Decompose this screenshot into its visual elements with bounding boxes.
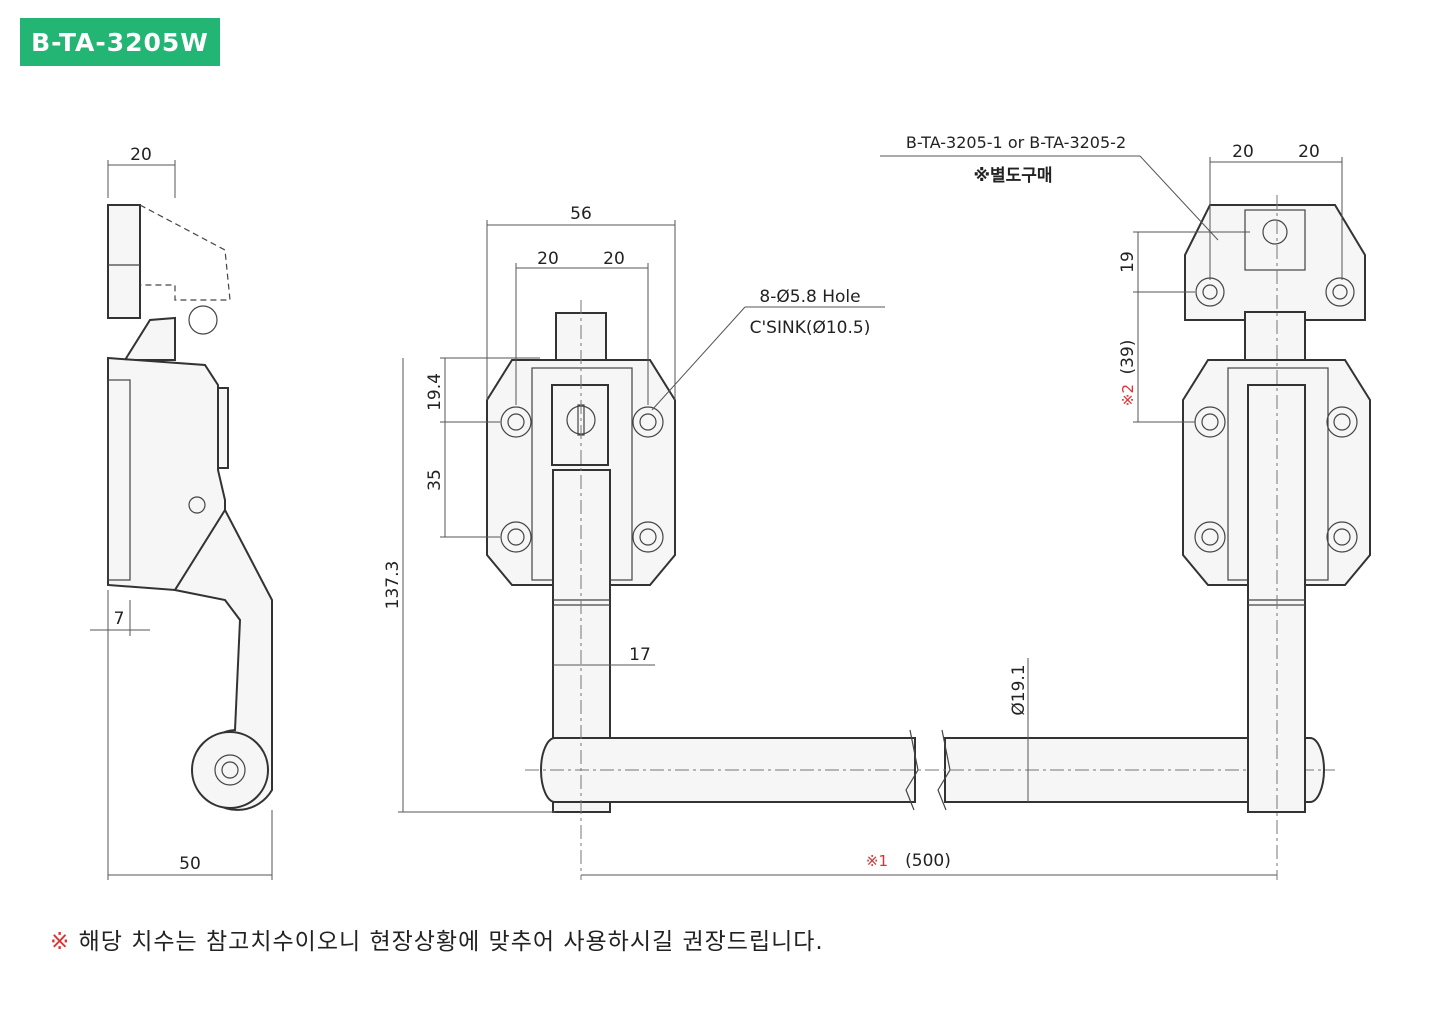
front-dim-left-pitch: 20 <box>537 249 559 269</box>
front-dim-right-pitch: 20 <box>603 249 625 269</box>
footnote-mark: ※ <box>50 929 71 955</box>
front-dim-span: (500) <box>905 851 951 871</box>
product-code: B-TA-3205W <box>31 27 209 57</box>
right-view: 20 20 19 ※2 (39) B-TA-3205-1 or B-TA-320… <box>880 133 1371 880</box>
right-dim-v2-mark: ※2 <box>1119 384 1137 406</box>
right-dim-v2: (39) <box>1118 340 1138 375</box>
front-dim-height: 137.3 <box>383 561 403 610</box>
footnote: ※ 해당 치수는 참고치수이오니 현장상황에 맞추어 사용하시길 권장드립니다. <box>50 922 824 956</box>
part-note: ※별도구매 <box>973 166 1052 186</box>
front-view: 56 20 20 8-Ø5.8 Hole C'SINK(Ø10.5) 19.4 … <box>383 204 1335 880</box>
side-view: 20 7 50 <box>90 145 273 880</box>
side-dim-top: 20 <box>130 145 152 165</box>
product-code-badge: B-TA-3205W <box>20 18 220 66</box>
side-dim-bottom: 50 <box>179 854 201 874</box>
front-dim-width: 56 <box>570 204 592 224</box>
front-dim-bar-dia: Ø19.1 <box>1009 664 1029 715</box>
side-dim-offset: 7 <box>114 609 125 629</box>
hole-callout-line1: 8-Ø5.8 Hole <box>759 287 860 307</box>
front-dim-vertical-1: 19.4 <box>425 373 445 411</box>
right-dim-left: 20 <box>1232 142 1254 162</box>
front-dim-handle-width: 17 <box>629 645 651 665</box>
span-mark: ※1 <box>866 852 888 870</box>
right-dim-v1: 19 <box>1118 251 1138 273</box>
footnote-text: 해당 치수는 참고치수이오니 현장상황에 맞추어 사용하시길 권장드립니다. <box>78 929 824 955</box>
front-dim-vertical-2: 35 <box>425 469 445 491</box>
right-dim-right: 20 <box>1298 142 1320 162</box>
part-ref: B-TA-3205-1 or B-TA-3205-2 <box>906 133 1126 152</box>
hole-callout-line2: C'SINK(Ø10.5) <box>750 318 871 338</box>
